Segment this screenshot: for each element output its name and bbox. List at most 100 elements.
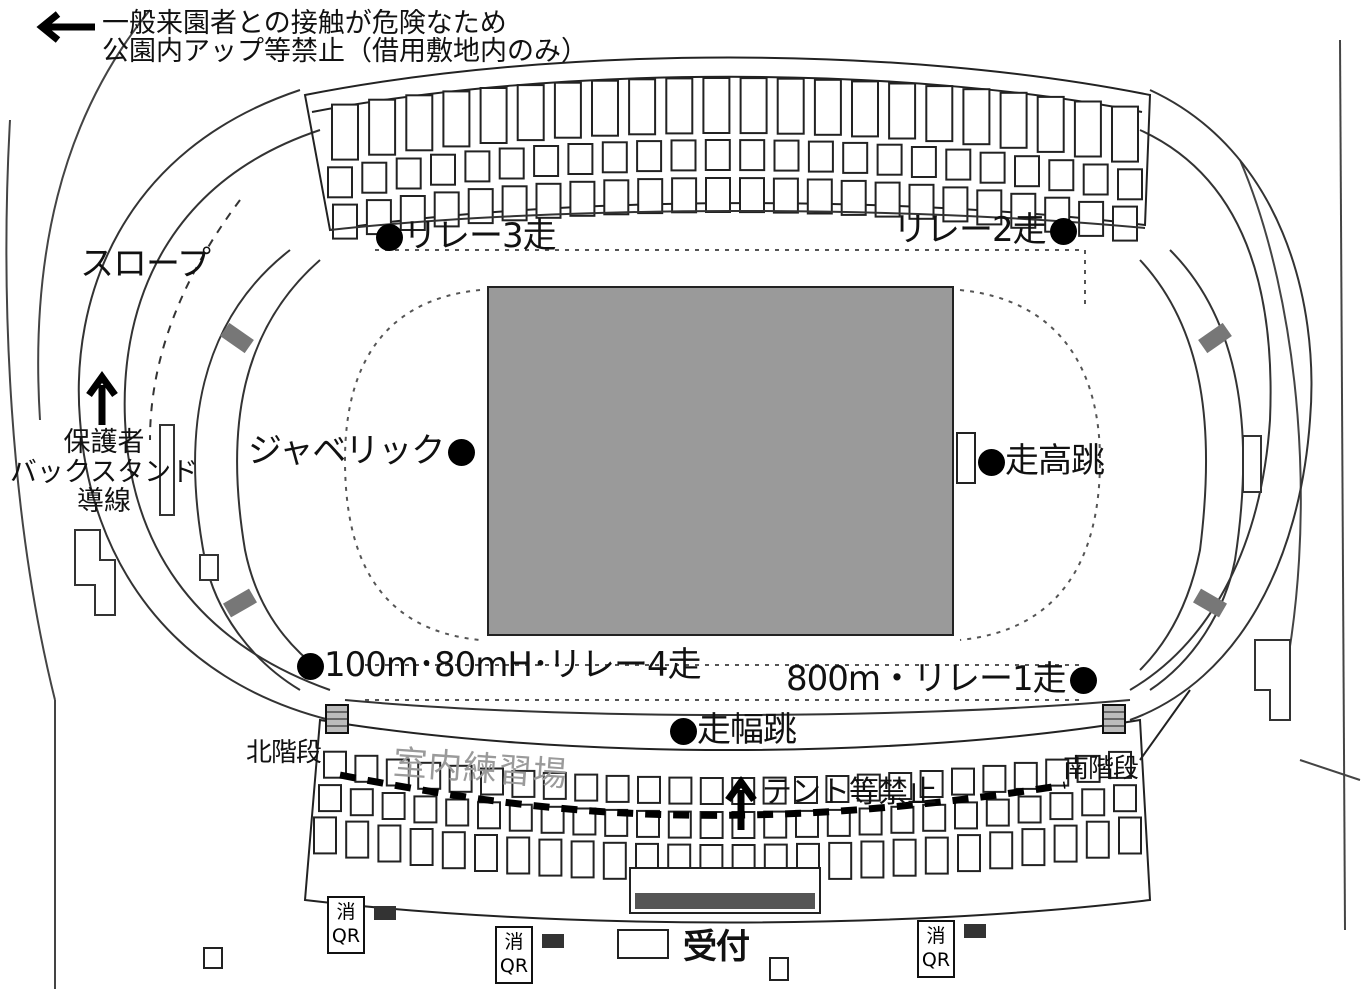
seat-block	[327, 166, 353, 199]
seat-block	[601, 141, 628, 174]
marker-dot	[448, 439, 476, 466]
marker-dot	[376, 224, 403, 251]
seat-block	[602, 841, 627, 880]
seat-block	[772, 177, 799, 214]
seat-block	[858, 807, 883, 836]
notice-line2: 公園内アップ等禁止（借用敷地内のみ）	[102, 36, 588, 68]
seat-block	[368, 98, 397, 156]
seat-block	[506, 836, 531, 875]
seat-block	[825, 775, 850, 803]
seat-block	[795, 809, 819, 838]
seat-block	[381, 792, 406, 820]
seat-block	[313, 816, 337, 855]
seat-block	[332, 203, 358, 240]
seat-block	[441, 831, 466, 870]
seat-block	[776, 77, 805, 135]
seat-block	[1076, 754, 1101, 783]
relay1-label: 800m・リレー1走	[786, 659, 1067, 699]
seat-block	[945, 148, 972, 181]
seat-block	[954, 801, 978, 830]
seat-block	[1073, 100, 1102, 158]
seat-block	[637, 775, 661, 804]
seat-block	[671, 177, 698, 214]
seat-block	[354, 754, 379, 783]
seat-block	[498, 147, 525, 180]
qr-point: 消 QR	[327, 896, 365, 954]
seat-block	[477, 801, 501, 830]
seat-block	[888, 82, 917, 140]
seat-block	[1049, 792, 1074, 821]
seat-block	[989, 831, 1014, 870]
seat-block	[399, 195, 426, 231]
seat-block	[605, 774, 630, 803]
relay3-label: リレー3走	[403, 216, 557, 256]
seat-block	[377, 824, 402, 863]
seat-block	[806, 178, 833, 215]
long-jump-label: 走幅跳	[697, 710, 797, 750]
guardian-line2: バックスタンド	[9, 456, 199, 488]
seat-block	[413, 795, 438, 824]
infield	[487, 286, 954, 636]
slope-label: スロープ	[80, 244, 211, 284]
qr-top: 消	[504, 931, 524, 953]
seat-block	[395, 157, 422, 190]
guardian-route: 保護者 バックスタンド 導線	[6, 428, 202, 517]
seat-block	[670, 139, 697, 172]
seat-block	[976, 189, 1003, 226]
seat-block	[1111, 105, 1139, 163]
seat-block	[1078, 200, 1105, 237]
seat-block	[331, 103, 359, 161]
seat-block	[542, 771, 567, 800]
guardian-line3: 導線	[77, 486, 131, 518]
seat-block	[1036, 95, 1065, 153]
seat-block	[445, 798, 470, 827]
seat-block	[739, 139, 766, 172]
seat-block	[508, 803, 533, 832]
seat-block	[985, 798, 1010, 827]
seat-block	[569, 180, 596, 217]
seat-block	[1117, 168, 1143, 201]
point-long-jump: 走幅跳	[670, 710, 797, 750]
seat-block	[538, 838, 563, 877]
point-javelin: ジャベリック	[248, 434, 476, 468]
seat-block	[318, 784, 342, 813]
seat-block	[1010, 192, 1037, 229]
reception-label: 受付	[683, 927, 750, 967]
seat-block	[345, 820, 370, 859]
seat-block	[739, 77, 768, 135]
marker-dot	[978, 449, 1005, 476]
seat-block	[860, 840, 885, 879]
seat-block	[535, 182, 562, 219]
relay2-label: リレー2走	[893, 210, 1047, 250]
point-high-jump: 走高跳	[978, 444, 1105, 478]
seat-block	[553, 81, 582, 139]
seat-block	[1113, 784, 1137, 813]
qr-point: 消 QR	[917, 920, 955, 978]
point-relay3: リレー3走	[376, 216, 557, 256]
seat-block	[1082, 163, 1109, 196]
seat-block	[1085, 820, 1110, 859]
seat-block	[1118, 816, 1142, 855]
seat-block	[892, 838, 917, 877]
qr-top: 消	[926, 925, 946, 947]
point-sprint: 100m･80mH･リレー4走	[297, 648, 702, 682]
seat-block	[979, 151, 1006, 184]
seat-block	[405, 94, 434, 152]
seat-block	[856, 773, 881, 802]
seat-block	[1014, 155, 1040, 188]
seat-block	[702, 77, 731, 134]
seat-block	[479, 87, 508, 144]
seat-block	[876, 143, 903, 176]
seat-block	[925, 85, 954, 143]
seat-block	[540, 805, 565, 834]
notice-line1: 一般来園者との接触が危険なため	[102, 8, 507, 39]
seat-block	[739, 177, 765, 214]
seat-block	[1021, 828, 1046, 867]
marker-dot	[297, 653, 324, 680]
marker-dot	[670, 718, 697, 745]
seat-block	[572, 807, 597, 836]
seat-block	[1048, 159, 1075, 192]
guardian-line1: 保護者	[63, 427, 145, 458]
seat-block	[924, 836, 949, 875]
seat-block	[910, 146, 937, 178]
